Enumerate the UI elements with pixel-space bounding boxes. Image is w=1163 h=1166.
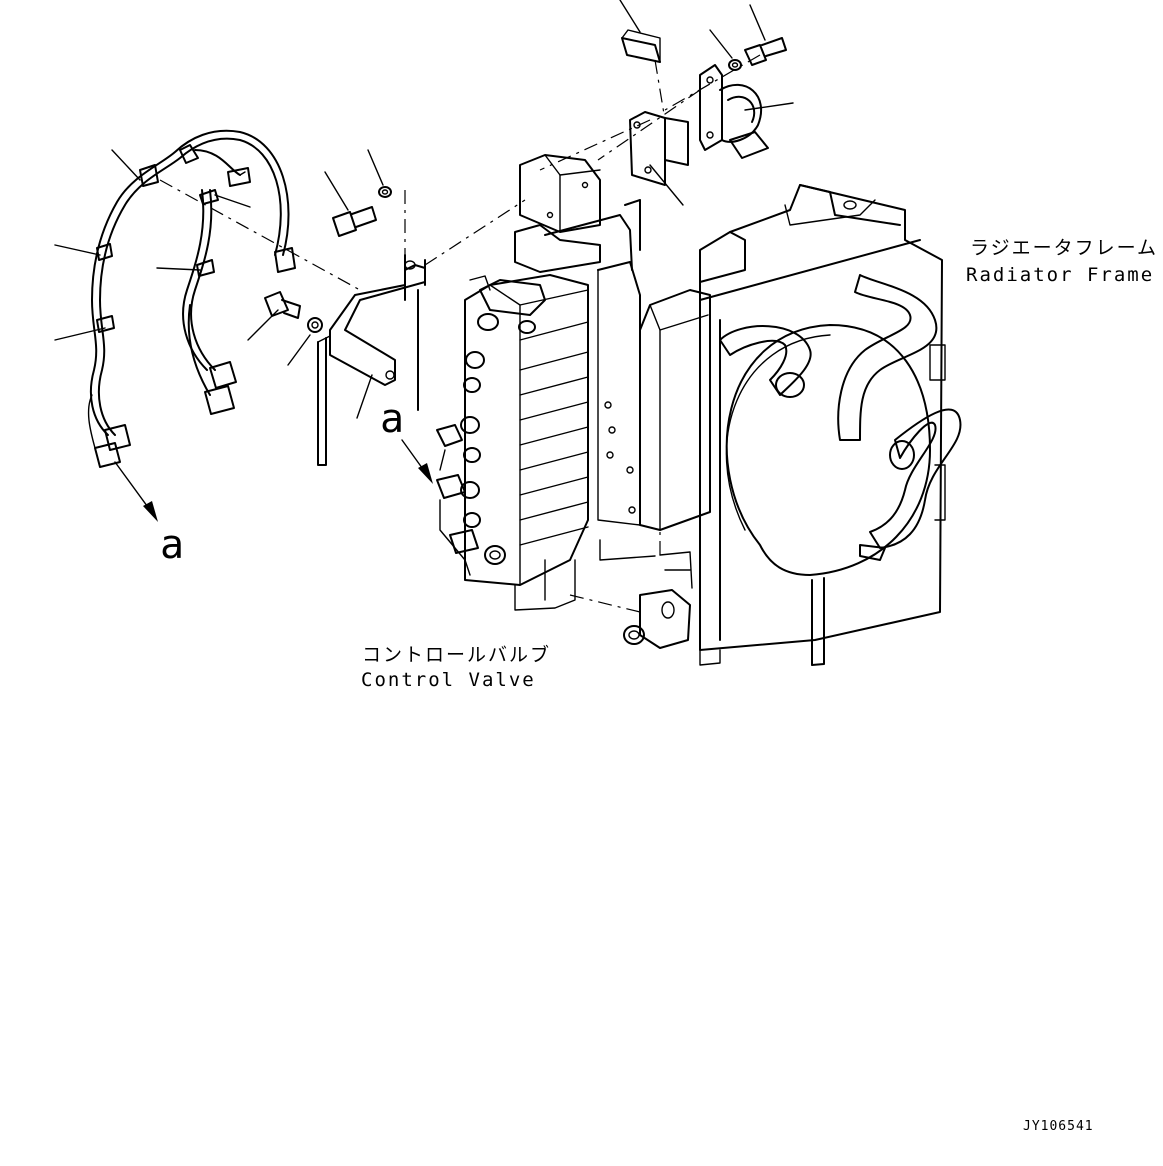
leader-lines <box>54 0 794 419</box>
bracket-bolt <box>332 186 392 237</box>
radiator-frame-label-jp: ラジエータフレーム <box>970 237 1158 259</box>
rubber-pad <box>621 29 661 63</box>
hose-clamp <box>699 64 769 159</box>
view-arrow-valve <box>401 439 433 484</box>
cover-plate <box>629 111 689 186</box>
view-arrow-harness <box>114 461 158 522</box>
radiator-frame <box>699 184 962 666</box>
control-valve-label-jp: コントロールバルブ <box>362 643 551 666</box>
valve-bracket <box>317 254 426 466</box>
control-valve-label-en: Control Valve <box>361 669 536 691</box>
lower-bolt <box>264 291 323 333</box>
top-bolt <box>728 37 787 71</box>
wiring-harness <box>87 129 296 468</box>
view-marker-harness: a <box>160 522 184 568</box>
control-valve <box>436 274 636 611</box>
view-marker-valve: a <box>380 396 404 442</box>
radiator-frame-label-en: Radiator Frame <box>966 264 1154 286</box>
drawing-code: JY106541 <box>1023 1119 1094 1134</box>
assembly-lines <box>159 54 761 613</box>
cooler-block <box>514 154 711 649</box>
